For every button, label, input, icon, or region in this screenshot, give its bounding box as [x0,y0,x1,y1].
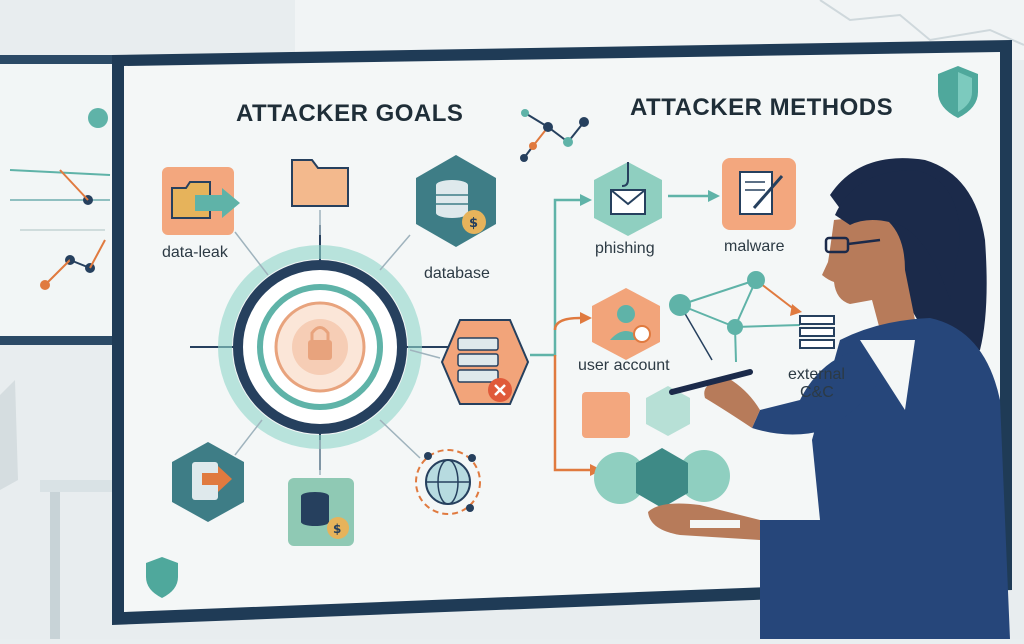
background-monitor [0,55,120,345]
data-leak-label: data-leak [162,244,228,261]
overlapping-circles-shape [594,448,730,508]
data-leak-icon [162,167,240,235]
malware-icon [722,158,796,230]
server-error-icon [440,319,530,405]
user-account-label: user account [578,357,670,374]
syringe-icon [752,175,784,209]
hexagon-shape [646,386,690,436]
spokes [234,210,441,475]
database-label: database [424,265,490,282]
user-account-icon [592,288,660,360]
presenter-person [648,158,1010,639]
shield-icon [146,557,178,598]
money-bag-icon [462,210,486,234]
node-dot [88,108,108,128]
fish-hook-icon [621,162,629,187]
square-shape [582,392,630,438]
lock-icon [308,340,332,360]
pen-icon [669,369,753,395]
attacker-goals-title: ATTACKER GOALS [236,100,464,127]
globe-icon [415,449,481,515]
phishing-icon [594,162,662,236]
database-money-icon: $ [288,478,354,546]
network-graph-icon [520,109,589,162]
external-label: external [788,366,845,383]
hand [704,378,760,428]
server-icon [799,315,835,349]
database-icon: $ [416,155,496,247]
device-transfer-icon [172,442,244,522]
flow-arrows [530,194,710,472]
desk [0,380,120,639]
target-icon [190,225,480,470]
svg-text:$: $ [469,216,478,231]
phishing-label: phishing [595,240,655,257]
network-graph-icon [669,271,802,363]
svg-text:$: $ [333,522,341,536]
shield-icon [938,66,978,118]
c-and-c-label: C&C [800,384,834,401]
attacker-methods-title: ATTACKER METHODS [630,94,894,121]
money-bag-icon [327,517,349,539]
folder-icon [291,159,349,207]
glasses-icon [824,236,850,254]
malware-label: malware [724,238,785,255]
lock-icon [633,325,651,343]
wall-map-decor [819,0,1024,46]
